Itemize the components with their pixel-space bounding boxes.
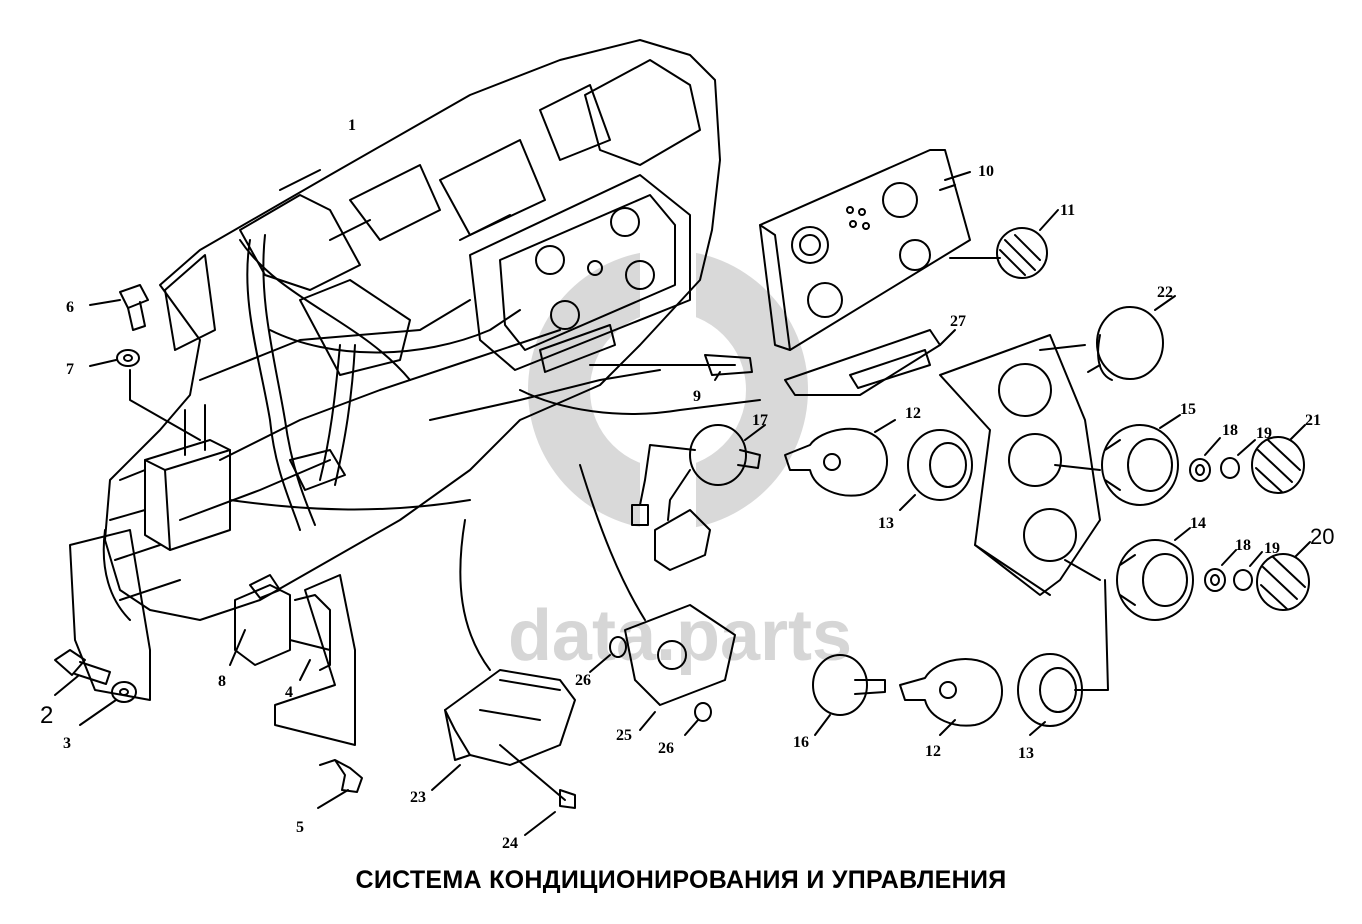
part-10-control-panel [759, 149, 1001, 351]
part-4-bracket [289, 594, 331, 681]
callout-21: 21 [1305, 412, 1321, 429]
callout-27: 27 [950, 313, 966, 330]
callout-11: 11 [1060, 202, 1075, 219]
part-25-actuator [579, 464, 736, 731]
part-18-nut-lower [1204, 549, 1237, 592]
part-18-nut-upper [1189, 437, 1221, 482]
callout-12-upper: 12 [905, 405, 921, 422]
callout-23: 23 [410, 789, 426, 806]
part-22-cap [1087, 295, 1176, 381]
part-11-knob [996, 209, 1059, 279]
callout-20: 20 [1310, 524, 1334, 549]
callout-25: 25 [616, 727, 632, 744]
callout-2: 2 [40, 702, 53, 729]
callout-13-upper: 13 [878, 515, 894, 532]
part-8-bracket [229, 574, 291, 666]
callout-18-lower: 18 [1235, 537, 1251, 554]
callout-22: 22 [1157, 284, 1173, 301]
part-24-screw [499, 744, 576, 836]
callout-9: 9 [693, 388, 701, 405]
callout-8: 8 [218, 673, 226, 690]
part-1-hvac-housing [69, 39, 761, 746]
callout-13-lower: 13 [1018, 745, 1034, 762]
callout-17: 17 [752, 412, 768, 429]
part-13-ring-upper [899, 429, 973, 511]
part-5-bolt [317, 759, 363, 809]
part-15-bezel [1101, 414, 1181, 506]
vent-panel [939, 334, 1101, 596]
callout-16: 16 [793, 734, 809, 751]
watermark: data.parts [508, 250, 852, 676]
part-6-bolt [89, 284, 149, 331]
callout-26-lower: 26 [658, 740, 674, 757]
callout-12-lower: 12 [925, 743, 941, 760]
callout-1: 1 [348, 117, 356, 134]
part-16-switch [812, 654, 886, 736]
callout-19-upper: 19 [1256, 425, 1272, 442]
part-14-bezel [1116, 527, 1194, 621]
part-2-bolt [54, 649, 111, 696]
part-21-knob [1251, 424, 1306, 494]
part-26-clip-upper [589, 636, 627, 673]
callout-14: 14 [1190, 515, 1206, 532]
callout-10: 10 [978, 163, 994, 180]
callout-26-upper: 26 [575, 672, 591, 689]
part-17-rotary-switch [631, 424, 766, 571]
part-23-motor [431, 519, 576, 791]
part-12-adapter-lower [899, 657, 1004, 736]
callout-18-upper: 18 [1222, 422, 1238, 439]
callout-5: 5 [296, 819, 304, 836]
part-20-knob [1256, 541, 1311, 611]
part-7-washer [89, 349, 201, 441]
callout-6: 6 [66, 299, 74, 316]
callout-24: 24 [502, 835, 518, 852]
callout-7: 7 [66, 361, 74, 378]
part-19-washer-upper [1220, 439, 1256, 479]
diagram-caption: СИСТЕМА КОНДИЦИОНИРОВАНИЯ И УПРАВЛЕНИЯ [355, 866, 1007, 894]
callout-3: 3 [63, 735, 71, 752]
callout-19-lower: 19 [1264, 540, 1280, 557]
part-19-washer-lower [1233, 551, 1263, 591]
part-3-washer [79, 681, 137, 726]
callout-15: 15 [1180, 401, 1196, 418]
part-9-screw [589, 354, 753, 381]
part-13-ring-lower [1017, 579, 1109, 736]
part-27-label-plate [784, 329, 956, 396]
part-26-clip-lower [684, 702, 712, 736]
callout-4: 4 [285, 684, 293, 701]
callout-labels: 1 2 3 4 5 6 7 8 9 10 11 12 12 13 13 14 1… [40, 117, 1334, 852]
part-12-adapter-upper [784, 419, 896, 497]
